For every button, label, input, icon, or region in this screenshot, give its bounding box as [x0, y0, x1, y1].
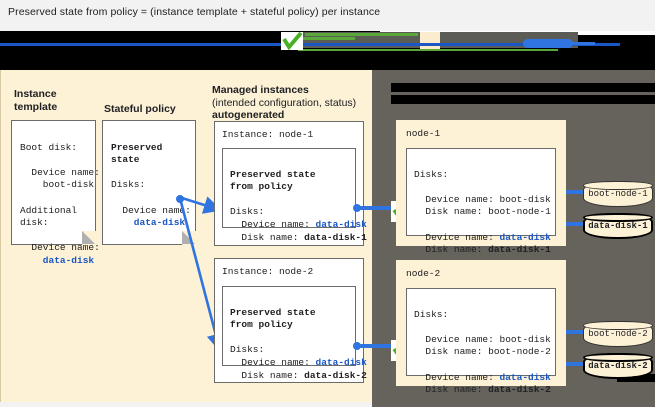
n2-data-diskname-label: Disk name:	[414, 384, 489, 396]
n2-data-device-label: Device name:	[414, 371, 500, 383]
n1-data-diskname-value: data-disk-1	[488, 244, 551, 256]
it-add-device-value: data-disk	[20, 254, 95, 266]
connector-node2-bootdisk	[566, 330, 588, 334]
band-cream-fill	[420, 32, 440, 49]
band-check-icon	[281, 31, 303, 51]
page-title: Preserved state from policy = (instance …	[8, 6, 381, 18]
mi1-device-value: data-disk	[315, 218, 367, 230]
connector-node1-datadisk	[566, 222, 588, 226]
band-blue-blob	[523, 39, 573, 48]
disk-label-boot-node-2: boot-node-2	[588, 329, 648, 339]
n1-data-device-value: data-disk	[499, 231, 551, 243]
sp-device-value: data-disk	[111, 217, 186, 229]
heading-instance-template: Instance template	[14, 88, 58, 113]
sp-device-label: Device name:	[111, 204, 191, 216]
disk-cylinder-data-disk-2: data-disk-2	[582, 352, 653, 379]
n1-data-diskname-label: Disk name:	[414, 244, 489, 256]
mi2-device-value: data-disk	[315, 356, 367, 368]
mi2-diskname-label: Disk name:	[230, 369, 305, 381]
mi2-diskname-value: data-disk-2	[304, 369, 367, 381]
mi1-preserved-state-box: Preserved state from policy Disks: Devic…	[222, 148, 367, 243]
mi1-instance-line: Instance: node-1	[222, 129, 314, 140]
it-add-device-label: Device name:	[20, 242, 100, 254]
node-1-title: node-1	[406, 128, 441, 139]
connector-node2-datadisk	[566, 362, 588, 366]
connector-dot-mi1	[353, 204, 361, 212]
it-additional-disk-label: Additional disk:	[20, 204, 78, 229]
disk-label-data-disk-2: data-disk-2	[588, 361, 648, 371]
redaction-bar-bottom	[617, 374, 655, 382]
n2-data-diskname-value: data-disk-2	[488, 384, 551, 396]
mi1-device-label: Device name:	[230, 218, 316, 230]
n2-data-device-value: data-disk	[499, 371, 551, 383]
mi2-preserved-state-box: Preserved state from policy Disks: Devic…	[222, 286, 367, 381]
connector-dot-policy	[176, 195, 184, 203]
node-2-disks-box: Disks: Device name: boot-disk Disk name:…	[406, 288, 556, 395]
mi1-disks-label: Disks:	[230, 206, 265, 218]
it-boot-disk-label: Boot disk:	[20, 141, 78, 153]
node-2-title: node-2	[406, 268, 441, 279]
disk-label-boot-node-1: boot-node-1	[588, 189, 648, 199]
redaction-bar-top-2	[391, 95, 655, 104]
heading-managed-instances: Managed instances (intended configuratio…	[212, 84, 372, 122]
mi2-preserved-title: Preserved state from policy	[230, 306, 316, 331]
n2-boot-device: Device name: boot-disk	[414, 333, 551, 345]
n1-disks-label: Disks:	[414, 168, 449, 180]
disk-cylinder-boot-node-1: boot-node-1	[583, 181, 653, 207]
n2-boot-diskname: Disk name: boot-node-2	[414, 346, 551, 358]
n1-data-device-label: Device name:	[414, 231, 500, 243]
disk-label-data-disk-1: data-disk-1	[588, 221, 648, 231]
n2-disks-label: Disks:	[414, 308, 449, 320]
heading-stateful-policy: Stateful policy	[104, 103, 176, 115]
mi2-instance-line: Instance: node-2	[222, 266, 314, 277]
connector-node1-bootdisk	[566, 190, 588, 194]
instance-template-card: Boot disk: Device name: boot-disk Additi…	[11, 120, 100, 266]
heading-managed-instances-line1: Managed instances	[212, 84, 309, 96]
card-fold-corner	[82, 231, 95, 244]
mi2-device-label: Device name:	[230, 356, 316, 368]
it-boot-device-value: boot-disk	[20, 179, 95, 191]
disk-cylinder-boot-node-2: boot-node-2	[583, 321, 653, 347]
heading-managed-instances-line3: autogenerated	[212, 109, 285, 121]
stateful-policy-card: Preserved state Disks: Device name: data…	[102, 120, 196, 245]
n1-boot-device: Device name: boot-disk	[414, 193, 551, 205]
mi1-diskname-label: Disk name:	[230, 231, 305, 243]
mi1-diskname-value: data-disk-1	[304, 231, 367, 243]
node-1-disks-box: Disks: Device name: boot-disk Disk name:…	[406, 148, 556, 255]
mi1-preserved-title: Preserved state from policy	[230, 168, 316, 193]
card-fold-corner-2	[182, 231, 195, 244]
connector-dot-mi2	[353, 342, 361, 350]
mi2-disks-label: Disks:	[230, 344, 265, 356]
n1-boot-diskname: Disk name: boot-node-1	[414, 206, 551, 218]
heading-managed-instances-line2: (intended configuration, status)	[212, 96, 357, 109]
disk-cylinder-data-disk-1: data-disk-1	[582, 212, 653, 239]
sp-disks-label: Disks:	[111, 179, 146, 191]
redaction-bar-top-1	[391, 83, 655, 92]
connector-mi2-to-node2	[360, 344, 385, 348]
sp-title: Preserved state	[111, 141, 163, 166]
it-boot-device-label: Device name:	[20, 166, 100, 178]
connector-mi1-to-node1	[360, 206, 385, 210]
